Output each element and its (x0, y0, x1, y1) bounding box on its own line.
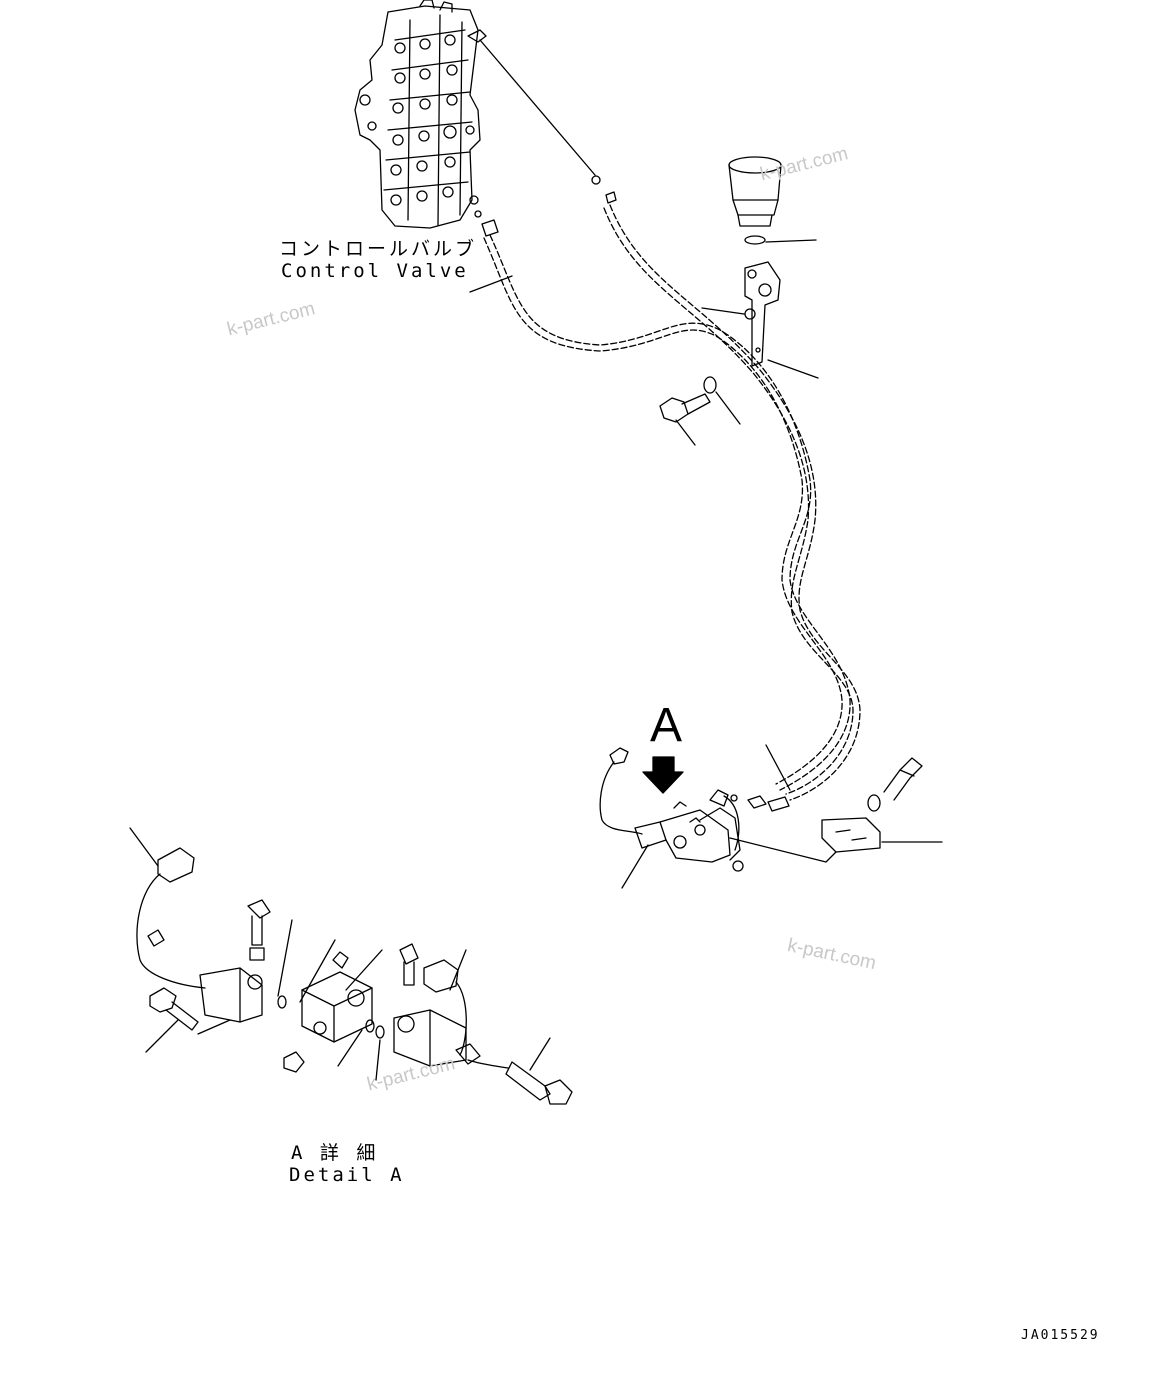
filter-bracket (701, 261, 819, 379)
document-number: JA015529 (1021, 1328, 1100, 1343)
detail-a-label-en: Detail A (289, 1164, 405, 1186)
leader-line (479, 39, 596, 176)
hose-fittings-top (474, 175, 617, 237)
solenoid-valve-assembly (599, 747, 790, 872)
view-a-letter: A (650, 699, 683, 752)
control-valve-label-en: Control Valve (281, 260, 469, 282)
o-ring-filter (744, 235, 766, 245)
detail-a-exploded-view (129, 827, 573, 1105)
pilot-hose-2 (603, 204, 861, 801)
mounting-bracket-main (729, 757, 943, 863)
bolt-and-washer (659, 376, 741, 446)
control-valve-label-jp: コントロールバルブ (279, 238, 478, 260)
filter-assembly (728, 156, 817, 245)
leader-line-hose (765, 744, 791, 791)
control-valve-assembly (354, 0, 487, 229)
leader-connector-left (129, 827, 159, 867)
control-valve-leader (469, 275, 513, 293)
leader-line-solenoid (621, 844, 649, 889)
detail-a-label-jp: A 詳 細 (291, 1142, 379, 1164)
pilot-hose-1 (483, 234, 851, 791)
o-ring-bracket (744, 308, 756, 320)
view-a-arrow (642, 756, 684, 794)
